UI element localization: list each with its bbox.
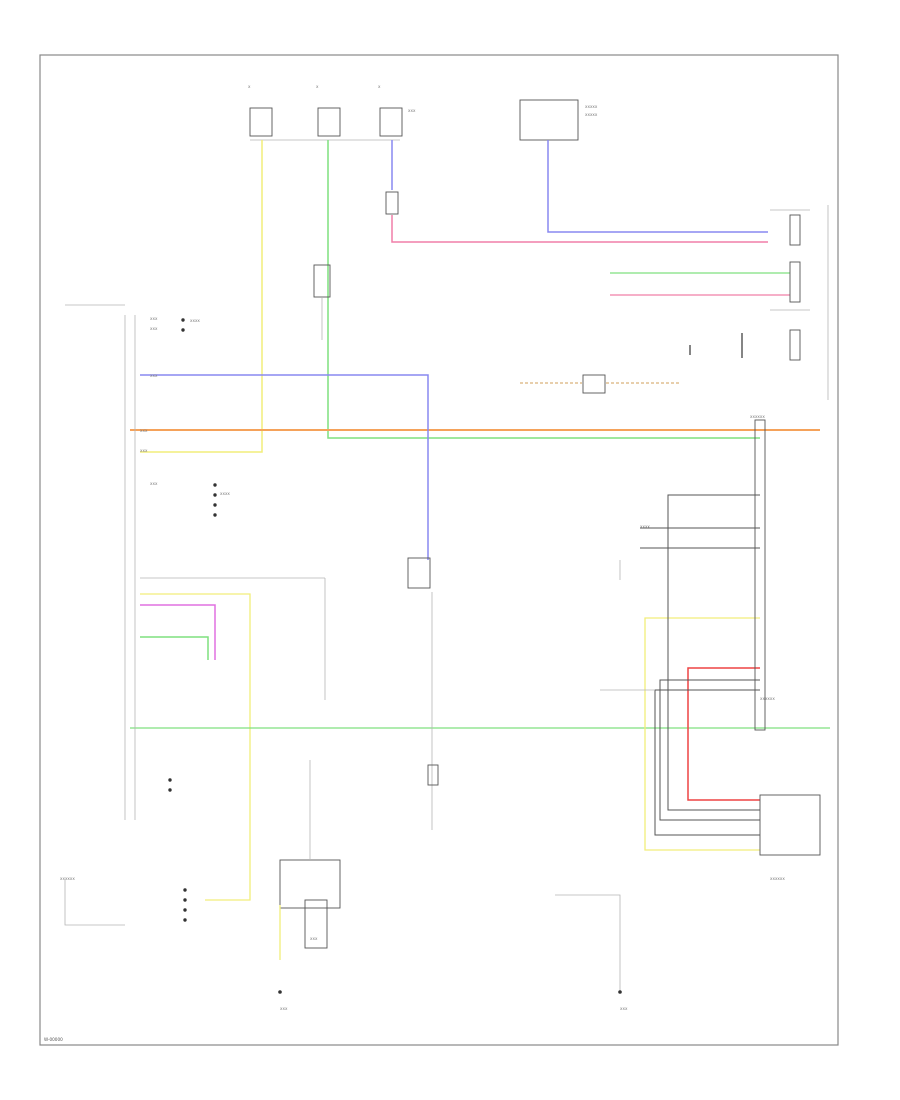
svg-text:xxx: xxx	[150, 326, 158, 331]
svg-text:xxxxx: xxxxx	[585, 112, 598, 117]
wire-red	[687, 667, 760, 801]
wires-dark-right	[600, 494, 760, 836]
tiny-labels: xxx xxx xxxx xxx xxx xxx xxx xxxx xxxx x…	[60, 316, 785, 1011]
svg-text:xxx: xxx	[140, 448, 148, 453]
wire-pink-top	[391, 215, 768, 243]
switch-mid	[407, 557, 431, 589]
svg-text:xxxxxx: xxxxxx	[60, 876, 75, 881]
svg-text:xxxx: xxxx	[220, 491, 230, 496]
left-connector-dots	[168, 318, 217, 922]
wire-green-short	[140, 636, 209, 660]
wire-yellow-main	[140, 140, 263, 453]
wire-blue-right	[547, 140, 768, 233]
svg-text:xxx: xxx	[408, 108, 416, 113]
wire-blue-mid	[140, 374, 429, 560]
wire-magenta	[140, 604, 216, 660]
page-label: W-00000	[44, 1037, 63, 1042]
diagram-frame	[39, 54, 839, 1046]
svg-text:xxx: xxx	[150, 373, 158, 378]
svg-text:xxx: xxx	[620, 1006, 628, 1011]
ground-symbols-right	[689, 333, 743, 358]
relay-bottom-center	[278, 760, 341, 994]
svg-text:xxx: xxx	[280, 1006, 288, 1011]
svg-text:xxxx: xxxx	[190, 318, 200, 323]
ground-bottom-right	[555, 894, 622, 994]
wire-green-main	[327, 140, 760, 439]
left-panel	[65, 304, 326, 820]
svg-text:xxxxxx: xxxxxx	[760, 696, 775, 701]
svg-text:xxx: xxx	[150, 316, 158, 321]
cluster-bracket	[64, 880, 125, 926]
wire-brown-mid	[520, 374, 680, 394]
svg-text:xxxx: xxxx	[640, 524, 650, 529]
svg-text:x: x	[316, 84, 319, 89]
svg-text:x: x	[248, 84, 251, 89]
connector-bottom-right-box	[759, 794, 821, 856]
svg-text:xxxxxx: xxxxxx	[770, 876, 785, 881]
svg-text:xxx: xxx	[310, 936, 318, 941]
svg-text:xxxxx: xxxxx	[585, 104, 598, 109]
svg-text:xxx: xxx	[150, 481, 158, 486]
fuse-group-top: x x x xxx	[248, 84, 416, 141]
switch-left-upper	[313, 264, 331, 298]
svg-text:xxxxxx: xxxxxx	[750, 414, 765, 419]
connector-right	[754, 205, 829, 731]
wire-yellow-right	[644, 617, 760, 851]
svg-text:x: x	[378, 84, 381, 89]
wire-yellow-left	[140, 593, 251, 901]
svg-text:xxx: xxx	[140, 428, 148, 433]
module-top-right: xxxxx xxxxx	[519, 99, 598, 141]
